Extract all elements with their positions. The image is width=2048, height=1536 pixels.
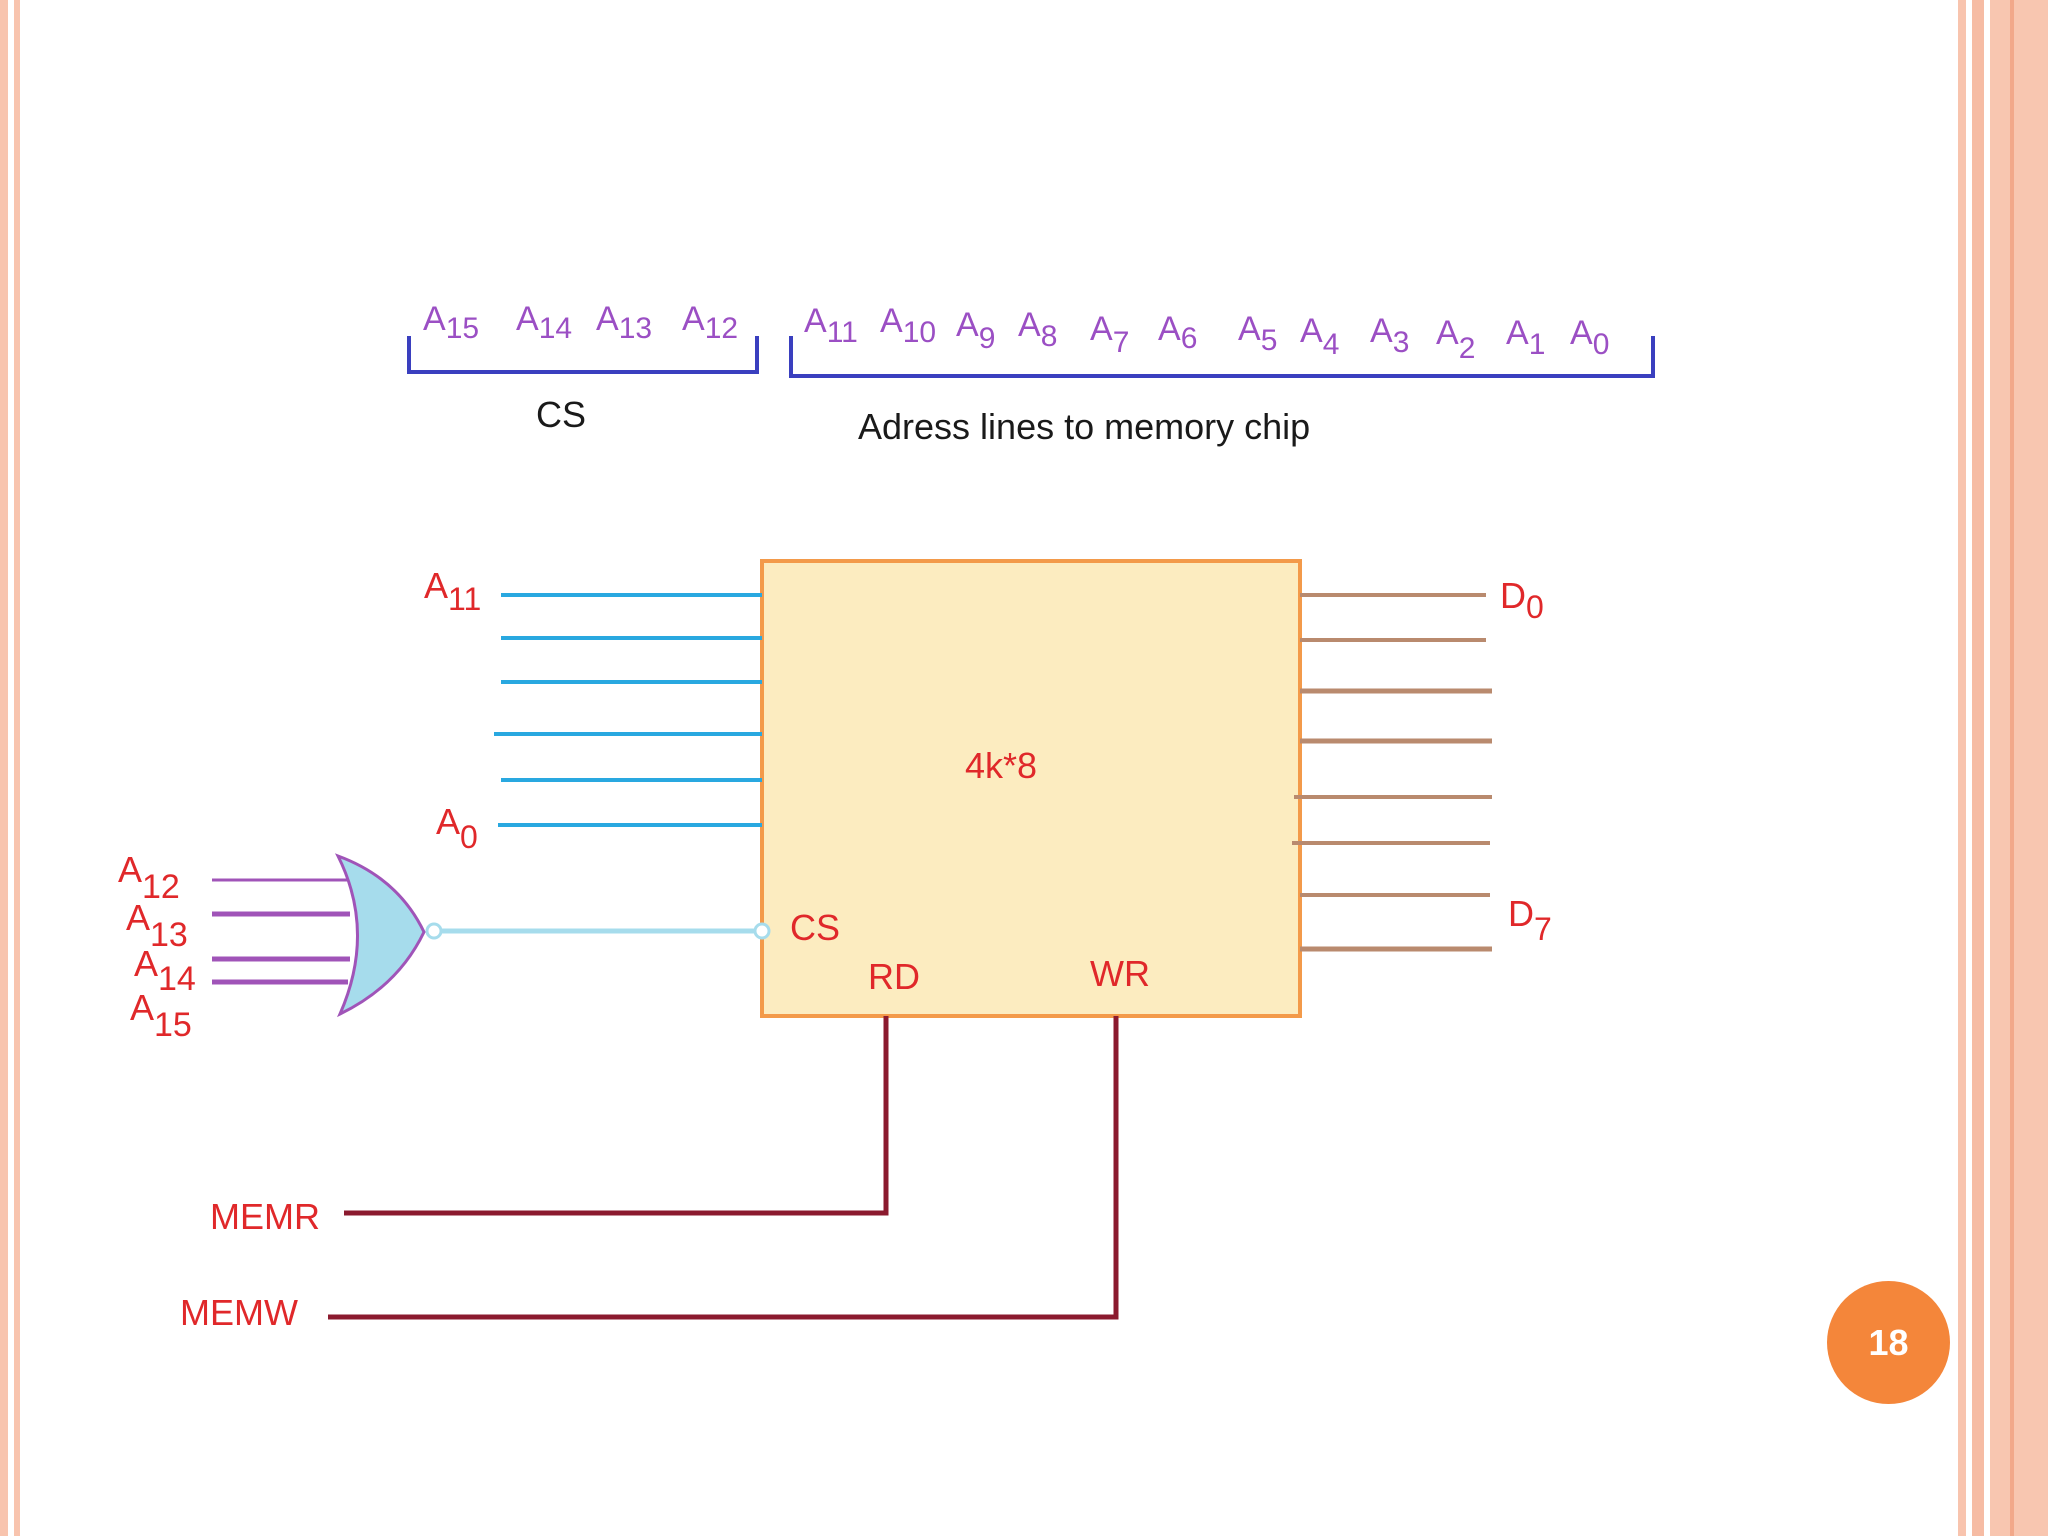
memory-chip — [760, 559, 1302, 1018]
address-bit: A5 — [1238, 310, 1277, 357]
address-bit: A0 — [1570, 314, 1609, 361]
cs-bit: A15 — [423, 300, 479, 345]
rd-pin-label: RD — [868, 956, 920, 997]
gate-input-label: A12 — [118, 849, 180, 906]
cs-bit: A12 — [682, 300, 738, 345]
address-bit: A2 — [1436, 314, 1475, 365]
left-border-stripe — [0, 0, 8, 1536]
address-bit: A7 — [1090, 310, 1129, 359]
address-bit: A8 — [1018, 306, 1057, 353]
cs-pin-label: CS — [790, 907, 840, 948]
cs-bits-group: A15 A14 A13 A12 — [423, 300, 738, 345]
address-lines — [494, 593, 762, 827]
gate-output-bubble — [425, 922, 443, 940]
or-gate — [334, 853, 426, 1018]
memr-line — [344, 1016, 889, 1216]
gate-input-lines — [212, 878, 350, 985]
cs-pin-bubble — [753, 922, 771, 940]
chip-label: 4k*8 — [965, 745, 1037, 786]
address-caption: Adress lines to memory chip — [858, 406, 1310, 447]
d7-output-label: D7 — [1508, 893, 1552, 947]
a11-input-label: A11 — [424, 565, 481, 617]
cs-bit: A14 — [516, 300, 572, 345]
memr-label: MEMR — [210, 1196, 320, 1237]
gate-input-label: A14 — [134, 943, 196, 998]
d0-output-label: D0 — [1500, 575, 1544, 625]
address-bit: A9 — [956, 306, 995, 355]
left-border-stripe-inner — [14, 0, 20, 1536]
gate-input-labels: A12 A13 A14 A15 — [118, 849, 196, 1044]
address-bit: A6 — [1158, 310, 1197, 355]
gate-input-label: A15 — [130, 987, 192, 1044]
address-bits-group: A11 A10 A9 A8 A7 A6 A5 A4 A3 A2 A1 A0 — [804, 302, 1609, 365]
right-border-line — [2010, 0, 2014, 1536]
memw-line — [328, 1016, 1119, 1320]
right-border-band — [1990, 0, 2048, 1536]
address-bit: A4 — [1300, 312, 1339, 361]
right-border-stripe-2 — [1972, 0, 1984, 1536]
memw-label: MEMW — [180, 1292, 298, 1333]
cs-bit: A13 — [596, 300, 652, 345]
data-lines — [1292, 593, 1492, 952]
address-bit: A3 — [1370, 312, 1409, 359]
address-bit: A11 — [804, 302, 858, 349]
address-bit: A10 — [880, 302, 936, 349]
address-bracket — [789, 336, 1655, 378]
cs-caption: CS — [536, 394, 586, 435]
cs-bracket — [407, 336, 759, 374]
a0-input-label: A0 — [436, 801, 478, 855]
address-bit: A1 — [1506, 314, 1545, 361]
wr-pin-label: WR — [1090, 953, 1150, 994]
page-number-badge: 18 — [1827, 1281, 1950, 1404]
right-border-stripe — [1958, 0, 1966, 1536]
gate-input-label: A13 — [126, 897, 188, 954]
